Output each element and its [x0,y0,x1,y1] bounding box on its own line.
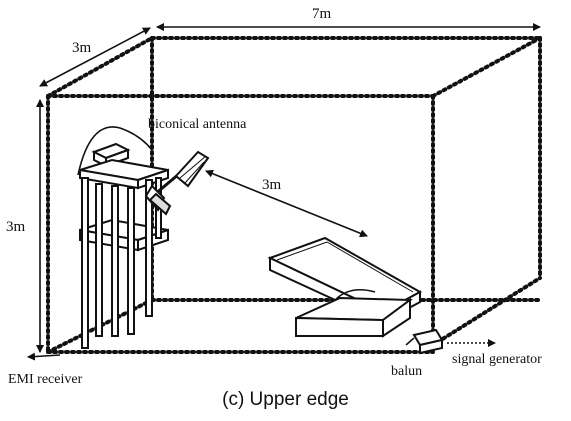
label-balun: balun [391,364,423,379]
separation-dimension-arrow [205,169,368,238]
chamber-box [46,36,542,354]
label-signal-generator: signal generator [452,352,542,367]
figure-caption: (c) Upper edge [222,389,349,410]
label-biconical-antenna: biconical antenna [148,117,247,132]
dimension-label-separation: 3m [262,177,282,193]
antenna-mast [77,126,169,349]
dimension-label-height: 3m [6,219,26,235]
depth-dimension-arrow [39,27,151,87]
dimension-label-width: 7m [312,6,332,22]
biconical-antenna [144,150,210,216]
dimension-arrows [27,23,541,361]
support-block [295,289,413,338]
balun-device [405,328,444,355]
label-emi-receiver: EMI receiver [8,372,83,387]
emi-receiver-arrow [27,352,61,361]
dimension-label-depth: 3m [72,40,92,56]
